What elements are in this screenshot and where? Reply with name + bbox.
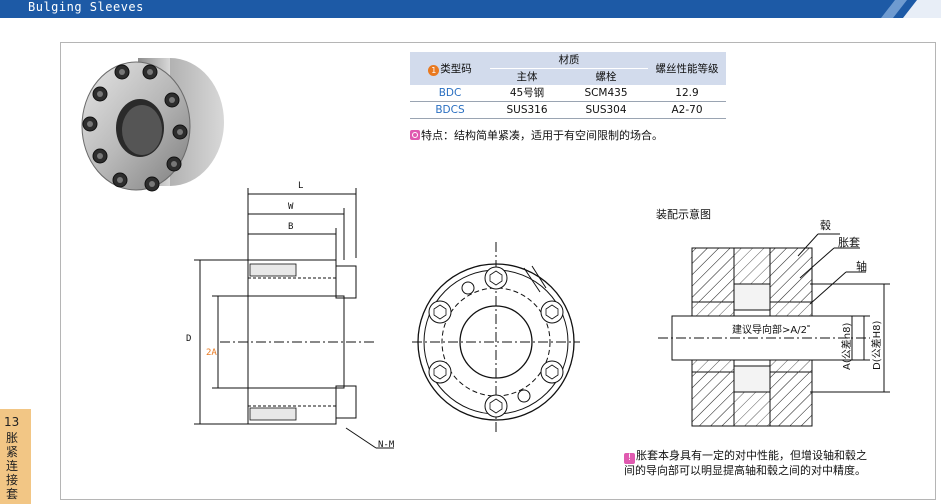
guide-label: 建议导向部>A/2 [732,321,807,336]
spec-body: 45号钢 [490,85,564,102]
spec-col-body: 主体 [490,68,564,85]
dim-L: L [298,181,304,191]
chapter-char-4: 接 [6,473,19,487]
chapter-char-1: 胀 [6,431,19,445]
spec-col-bolt: 螺栓 [564,68,648,85]
header-bar: Bulging Sleeves [0,0,941,18]
shaft-label: 轴 [856,260,867,273]
dim-A-marker: 2A [206,348,217,358]
feature-note: 特点：结构简单紧凑，适用于有空间限制的场合。 [410,127,663,143]
chapter-number: 13 [4,415,20,429]
spec-code: BDC [410,85,490,102]
header-title: Bulging Sleeves [28,0,144,14]
spec-col-material: 材质 [490,52,648,69]
chapter-char-3: 连 [6,459,19,473]
spec-grade: A2-70 [648,101,726,119]
front-view-drawing [412,242,580,432]
assembly-drawing [658,233,890,427]
spec-col-grade: 螺丝性能等级 [648,52,726,85]
spec-body: SUS316 [490,101,564,119]
sleeve-label: 胀套 [838,236,860,249]
dim-W: W [288,202,294,212]
section-drawing [194,188,394,449]
d-tol-label: D(公差H8) [872,320,883,370]
spec-grade: 12.9 [648,85,726,102]
chapter-char-5: 套 [6,487,19,501]
hub-label: 毂 [820,219,831,232]
chapter-tab[interactable] [0,409,31,504]
marker-1-icon: 1 [428,64,440,76]
assembly-title: 装配示意图 [656,208,711,221]
dim-NM: N-M [378,440,395,450]
table-row: BDCS SUS316 SUS304 A2-70 [410,101,726,119]
table-row: BDC 45号钢 SCM435 12.9 [410,85,726,102]
a-tol-label: A(公差h8) [842,322,853,370]
spec-code: BDCS [410,101,490,119]
product-photo [81,58,224,192]
feature-icon [410,130,420,140]
dim-B: B [288,222,294,232]
chapter-char-2: 紧 [6,445,19,459]
dim-D: D [186,334,192,344]
warning-icon: ! [624,453,635,464]
content-panel [60,42,936,500]
header-stripes-icon [881,0,941,18]
spec-bolt: SUS304 [564,101,648,119]
spec-bolt: SCM435 [564,85,648,102]
bottom-note: !胀套本身具有一定的对中性能，但增设轴和毂之 间的导向部可以明显提高轴和毂之间的… [624,449,867,477]
